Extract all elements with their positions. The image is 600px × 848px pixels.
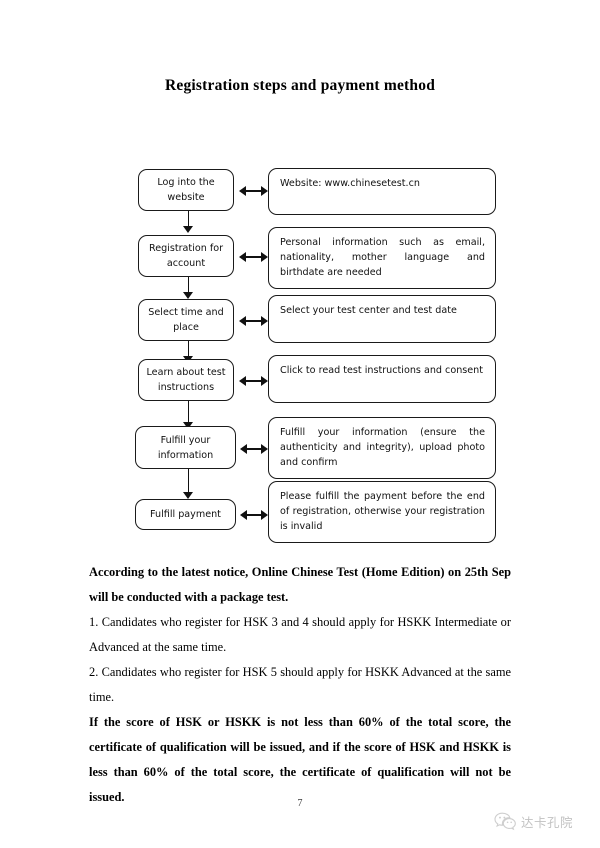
flow-down-arrow <box>183 469 194 499</box>
flow-step-label: Fulfill payment <box>150 509 221 520</box>
arrow-shaft <box>243 190 264 192</box>
flow-step-box: Fulfill payment <box>135 499 236 530</box>
flow-down-arrow <box>183 401 194 429</box>
arrow-head-down <box>183 492 193 499</box>
arrow-head-right <box>261 315 268 326</box>
flow-step-box: Learn about test instructions <box>138 359 234 401</box>
flow-step-box: Select time and place <box>138 299 234 341</box>
arrow-head-down <box>183 226 193 233</box>
arrow-head-left <box>240 509 247 520</box>
watermark: 达卡孔院 <box>494 812 573 831</box>
arrow-shaft <box>243 380 264 382</box>
flow-detail-box: Select your test center and test date <box>268 295 496 343</box>
flow-connector-arrow <box>240 443 268 454</box>
notice-conclusion-paragraph: If the score of HSK or HSKK is not less … <box>89 715 511 804</box>
arrow-head-left <box>239 251 246 262</box>
arrow-head-right <box>261 375 268 386</box>
arrow-shaft <box>187 341 190 357</box>
arrow-head-down <box>183 292 193 299</box>
flow-step-label: Learn about test instructions <box>146 367 226 393</box>
arrow-shaft <box>244 514 264 516</box>
arrow-shaft <box>187 401 190 423</box>
flow-detail-box: Website: www.chinesetest.cn <box>268 168 496 215</box>
flow-detail-box: Click to read test instructions and cons… <box>268 355 496 403</box>
arrow-shaft <box>243 320 264 322</box>
flow-step-box: Registration for account <box>138 235 234 277</box>
flow-detail-text: Personal information such as email, nati… <box>280 237 485 278</box>
flow-step-box: Fulfill your information <box>135 426 236 469</box>
arrow-head-right <box>261 251 268 262</box>
arrow-head-down <box>183 422 193 429</box>
arrow-head-right <box>261 509 268 520</box>
flow-step-label: Log into the website <box>157 177 215 203</box>
notice-item-2: 2. Candidates who register for HSK 5 sho… <box>89 665 511 704</box>
flow-down-arrow <box>183 211 194 233</box>
page-title: Registration steps and payment method <box>164 77 436 94</box>
arrow-head-right <box>261 443 268 454</box>
arrow-shaft <box>187 277 190 293</box>
flow-connector-arrow <box>239 185 268 196</box>
flow-detail-box: Fulfill your information (ensure the aut… <box>268 417 496 479</box>
flow-step-label: Registration for account <box>148 243 224 269</box>
arrow-shaft <box>187 211 190 227</box>
flow-detail-text: Select your test center and test date <box>280 305 457 316</box>
flow-connector-arrow <box>239 315 268 326</box>
flow-connector-arrow <box>240 509 268 520</box>
arrow-shaft <box>187 469 190 493</box>
arrow-head-left <box>239 315 246 326</box>
flow-detail-box: Personal information such as email, nati… <box>268 227 496 289</box>
flow-step-box: Log into the website <box>138 169 234 211</box>
notice-item-1: 1. Candidates who register for HSK 3 and… <box>89 615 511 654</box>
flow-detail-box: Please fulfill the payment before the en… <box>268 481 496 543</box>
arrow-head-left <box>239 185 246 196</box>
flow-step-label: Select time and place <box>148 307 224 333</box>
wechat-icon <box>494 812 516 831</box>
arrow-head-right <box>261 185 268 196</box>
flow-detail-text: Please fulfill the payment before the en… <box>280 491 485 532</box>
page-number: 7 <box>297 798 303 809</box>
notice-body: According to the latest notice, Online C… <box>89 560 511 810</box>
flow-down-arrow <box>183 277 194 299</box>
arrow-head-left <box>240 443 247 454</box>
arrow-shaft <box>244 448 264 450</box>
flow-detail-text: Click to read test instructions and cons… <box>280 365 484 376</box>
notice-intro-paragraph: According to the latest notice, Online C… <box>89 565 511 604</box>
arrow-shaft <box>243 256 264 258</box>
registration-flowchart: Log into the website Website: www.chines… <box>0 165 600 550</box>
flow-connector-arrow <box>239 375 268 386</box>
flow-detail-text: Website: www.chinesetest.cn <box>280 178 420 189</box>
flow-connector-arrow <box>239 251 268 262</box>
flow-step-label: Fulfill your information <box>157 434 214 461</box>
watermark-label: 达卡孔院 <box>521 815 574 830</box>
arrow-head-left <box>239 375 246 386</box>
flow-detail-text: Fulfill your information (ensure the aut… <box>280 427 485 468</box>
